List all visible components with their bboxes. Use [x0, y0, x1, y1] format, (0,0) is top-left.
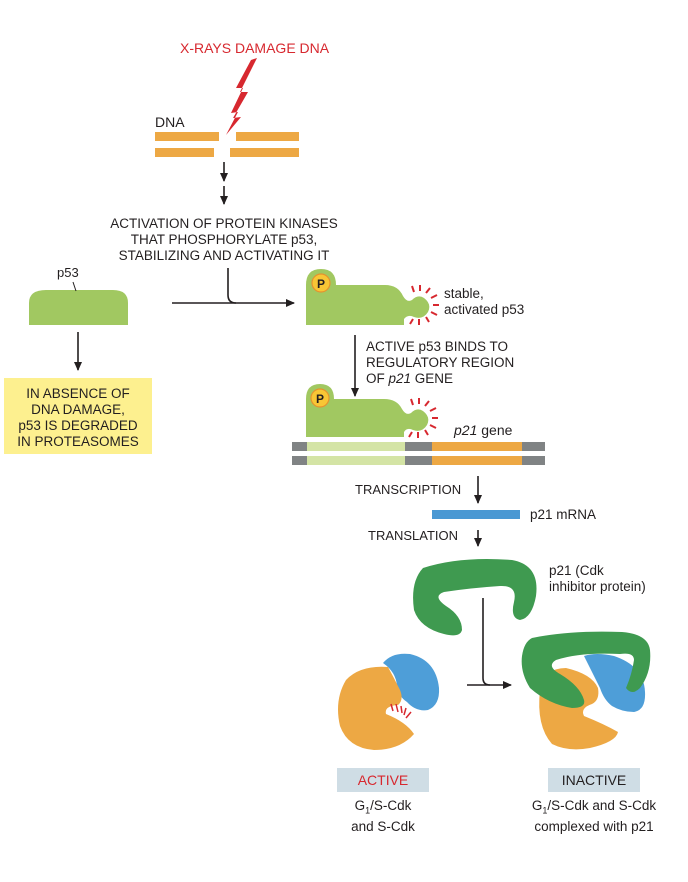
stable-p53-label: stable, activated p53	[444, 286, 525, 317]
activation-merge-arrow	[227, 268, 237, 304]
inactive-desc: G1/S-Cdk and S-Cdk complexed with p21	[531, 798, 657, 834]
activation-line: STABILIZING AND ACTIVATING IT	[118, 248, 330, 263]
p21-mrna	[432, 510, 520, 519]
mrna-label: p21 mRNA	[530, 507, 597, 522]
transcription-label: TRANSCRIPTION	[355, 482, 462, 497]
p53-leader-line	[72, 281, 77, 292]
p21-protein	[413, 559, 537, 636]
activation-text: ACTIVATION OF PROTEIN KINASES THAT PHOSP…	[104, 216, 344, 264]
cdk-orange-subunit	[338, 666, 414, 750]
bound-p53: P	[306, 384, 438, 438]
p21-gene-label: p21 gene	[454, 422, 513, 438]
p53-protein	[29, 290, 128, 325]
active-desc: G1/S-Cdk and S-Cdk	[351, 798, 415, 834]
binds-text: ACTIVE p53 BINDS TO REGULATORY REGION OF…	[366, 339, 515, 386]
p21-gene-dna	[292, 442, 545, 465]
p53-label: p53	[57, 265, 79, 280]
lightning-bolt-icon	[226, 58, 257, 135]
p21-bound	[521, 631, 651, 708]
translation-label: TRANSLATION	[368, 528, 459, 543]
cdk-blue-subunit	[383, 653, 440, 711]
active-cdk-complex	[338, 653, 440, 750]
inactive-cdk-complex	[521, 631, 651, 750]
damaged-dna	[155, 132, 299, 157]
phosphate-label: P	[317, 277, 325, 291]
inactive-label: INACTIVE	[548, 768, 640, 792]
activity-rays-icon	[408, 398, 438, 438]
activity-rays-icon	[409, 285, 439, 325]
dna-label: DNA	[155, 114, 185, 130]
activated-p53: P	[306, 269, 439, 325]
active-label: ACTIVE	[337, 768, 429, 792]
activity-rays-icon	[390, 703, 412, 719]
xrays-label: X-RAYS DAMAGE DNA	[180, 40, 330, 56]
activation-line: THAT PHOSPHORYLATE p53,	[130, 232, 318, 247]
inhibition-merge-arrow	[482, 598, 491, 686]
phosphate-label: P	[316, 392, 324, 406]
activation-line: ACTIVATION OF PROTEIN KINASES	[110, 216, 338, 231]
degradation-note: IN ABSENCE OF DNA DAMAGE, p53 IS DEGRADE…	[4, 378, 152, 454]
p21-protein-label: p21 (Cdk inhibitor protein)	[549, 563, 646, 594]
